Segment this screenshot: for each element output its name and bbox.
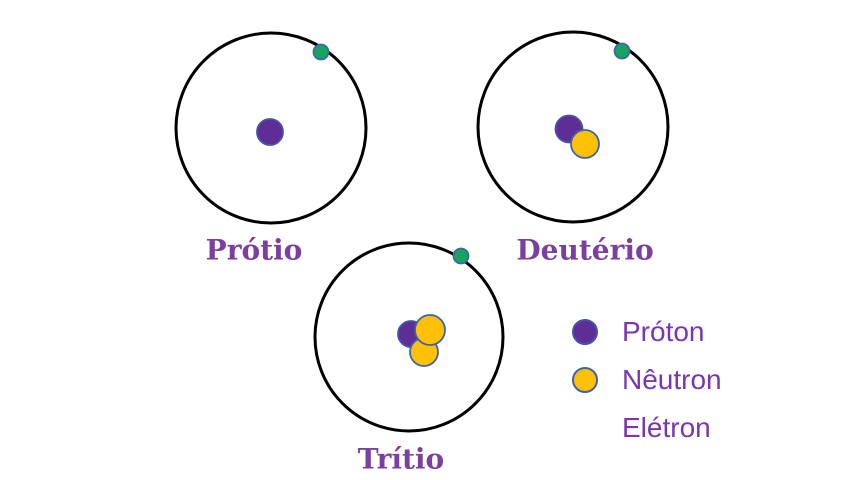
legend-row-electron: Elétron [572,404,722,452]
neutron-swatch-icon [572,367,598,393]
neutron-icon [414,314,446,346]
legend-row-neutron: Nêutron [572,356,722,404]
atom-label-deuterio: Deutério [516,233,654,267]
legend-label-proton: Próton [622,316,705,347]
atom-tritio [313,241,505,433]
legend-label-neutron: Nêutron [622,364,722,395]
atom-label-protio: Prótio [205,233,303,267]
electron-icon [312,43,330,61]
atom-protio [174,31,368,225]
orbit-circle [476,30,670,224]
proton-icon [256,118,284,146]
legend: Próton Nêutron Elétron [572,308,722,452]
atom-deuterio [476,30,670,224]
neutron-icon [570,129,600,159]
electron-icon [613,42,631,60]
atom-label-tritio: Trítio [357,442,445,476]
orbit-circle [313,241,505,433]
legend-row-proton: Próton [572,308,722,356]
proton-swatch-icon [572,319,598,345]
legend-label-electron: Elétron [622,412,711,443]
orbit-circle [174,31,368,225]
electron-icon [452,247,470,265]
